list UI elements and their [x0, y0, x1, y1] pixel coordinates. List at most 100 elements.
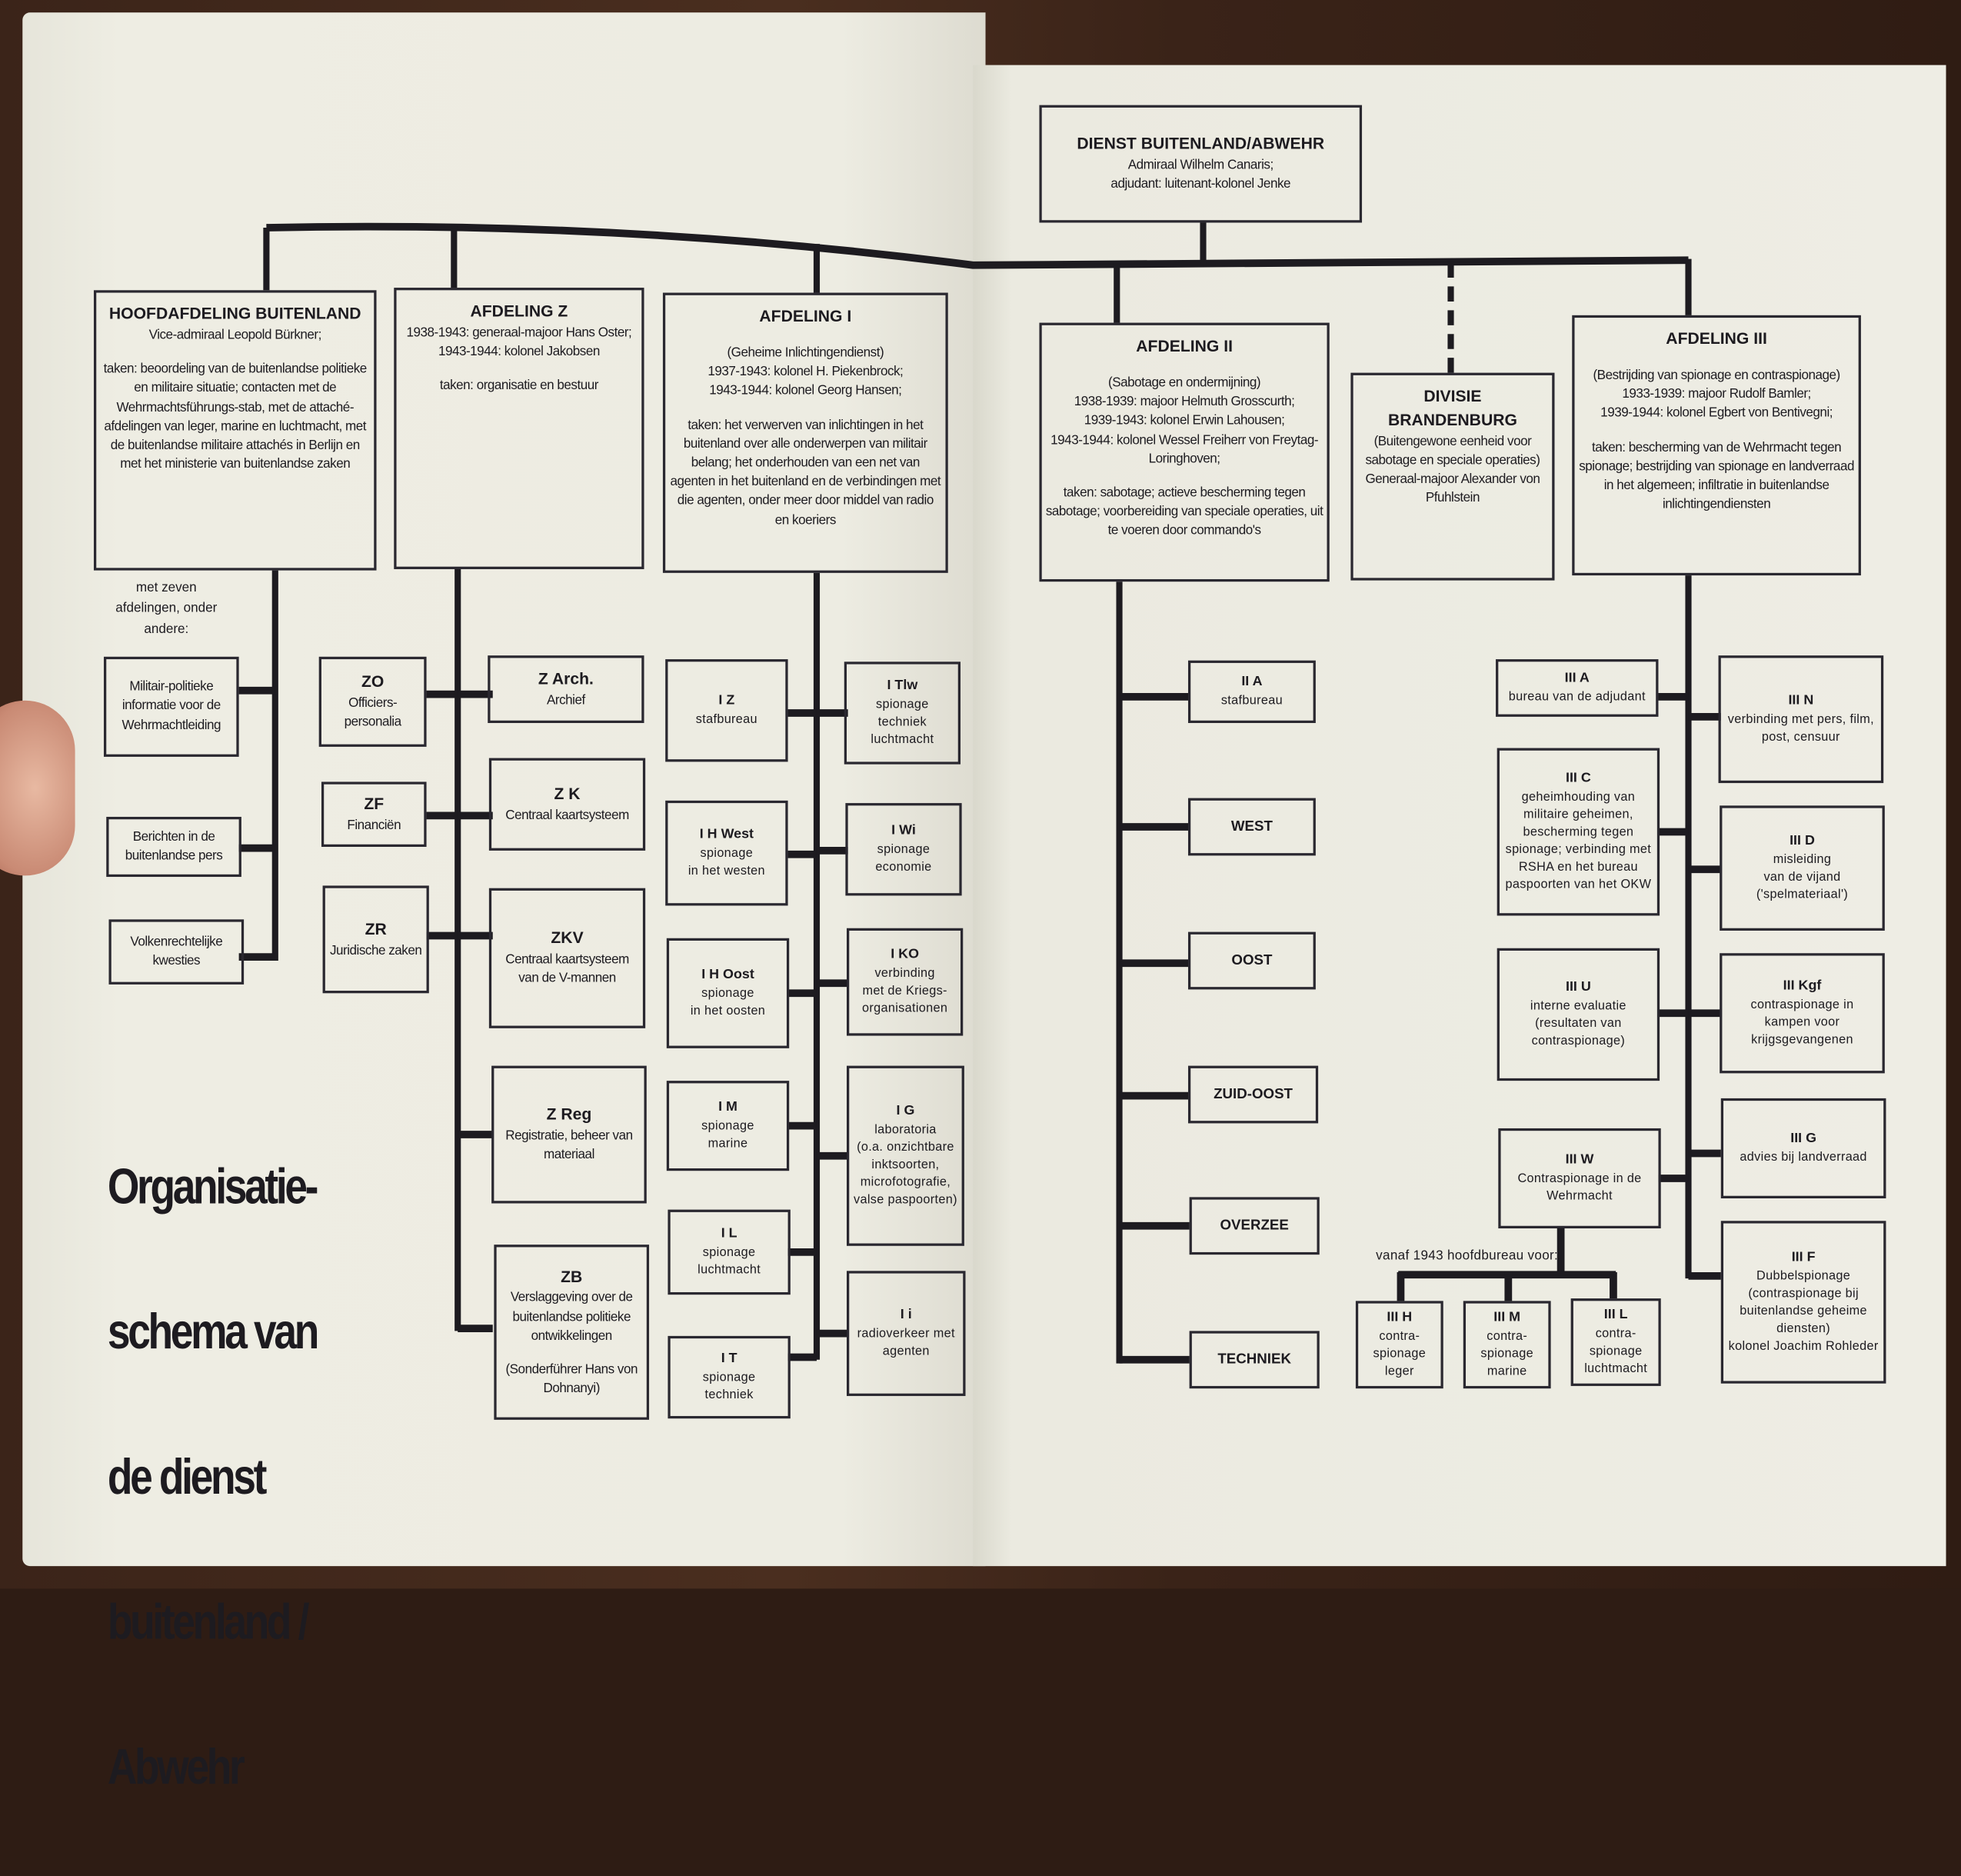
box-text: radioverkeer met agenten [857, 1326, 955, 1358]
org-box-afdiii: AFDELING III(Bestrijding van spionage en… [1572, 315, 1861, 576]
org-box-berichten: Berichten in de buitenlandse pers [106, 816, 241, 878]
box-title: III A [1564, 671, 1590, 686]
box-text: contra-spionage leger [1373, 1329, 1427, 1378]
org-box-iiic: III C geheimhouding van militaire geheime… [1497, 748, 1660, 916]
box-title: Z K [554, 784, 581, 804]
box-text: Centraal kaartsysteem van de V-mannen [505, 951, 629, 987]
box-text: verbinding [874, 966, 935, 981]
title-line: Abwehr [107, 1740, 245, 1795]
org-box-iiiw: III W Contraspionage in de Wehrmacht [1498, 1128, 1661, 1229]
box-text: (Geheime Inlichtingendienst) [727, 345, 884, 361]
box-title: ZF [364, 794, 385, 814]
box-text: Juridische zaken [329, 942, 422, 958]
box-text: contra-spionage marine [1480, 1329, 1533, 1378]
box-text: Financiën [347, 818, 401, 833]
org-box-afdz: AFDELING Z 1938-1943: generaal-majoor Han… [394, 288, 644, 569]
box-text: ('spelmateriaal') [1756, 888, 1849, 902]
org-box-techniek: TECHNIEK [1189, 1331, 1320, 1389]
box-title: I M [718, 1100, 737, 1115]
box-title: I Tlw [887, 678, 918, 694]
box-text: 1937-1943: kolonel H. Piekenbrock; [707, 364, 904, 379]
box-text: spionage [877, 842, 931, 857]
box-text: 1943-1944: kolonel Wessel Freiherr von F… [1050, 432, 1319, 467]
box-title: OOST [1231, 953, 1273, 968]
box-title: Z Reg [546, 1105, 592, 1125]
box-text: 1943-1944: kolonel Jakobsen [438, 344, 600, 359]
box-text: met de Kriegs-organisationen [862, 984, 948, 1016]
box-title: ZKV [551, 928, 584, 948]
box-title: I Wi [891, 823, 916, 839]
box-title: I G [896, 1103, 915, 1119]
box-text: adjudant: luitenant-kolonel Jenke [1110, 176, 1291, 192]
box-title: HOOFDAFDELING BUITENLAND [108, 304, 361, 323]
org-box-zf: ZF Financiën [321, 781, 427, 848]
org-box-iiia: III A bureau van de adjudant [1496, 659, 1659, 717]
box-text: Generaal-majoor Alexander von Pfuhlstein [1365, 471, 1540, 506]
org-box-zo: ZO Officiers-personalia [318, 656, 427, 747]
org-box-iwi: I Wi spionage economie [845, 803, 962, 896]
note-zeven-afdelingen: met zeven afdelingen, onder andere: [115, 580, 218, 637]
box-text: kolonel Joachim Rohleder [1728, 1339, 1879, 1354]
box-text: contra-spionage luchtmacht [1584, 1326, 1648, 1376]
box-text: taken: bescherming van de Wehrmacht tege… [1579, 439, 1854, 512]
box-text: stafbureau [1220, 694, 1283, 708]
box-text: Centraal kaartsysteem [505, 808, 629, 823]
box-text: Volkenrechtelijke kwesties [130, 934, 223, 968]
box-title: I i [900, 1307, 912, 1323]
page-title: Organisatie- schema van de dienst buiten… [107, 1078, 319, 1876]
box-text: contraspionage in kampen voor krijgsgeva… [1750, 998, 1854, 1047]
box-text: (Sabotage en ondermijning) [1108, 375, 1261, 391]
org-box-overzee: OVERZEE [1189, 1197, 1320, 1255]
box-title: III F [1791, 1250, 1816, 1265]
box-text: laboratoria [874, 1122, 937, 1137]
box-text: Contraspionage in de Wehrmacht [1517, 1171, 1642, 1203]
box-title: WEST [1230, 819, 1273, 835]
box-text: economie [875, 860, 932, 875]
box-title: III C [1565, 771, 1591, 786]
box-text: 1938-1943: generaal-majoor Hans Oster; [406, 325, 632, 341]
box-text: spionage [700, 846, 754, 861]
box-text: in het oosten [690, 1004, 766, 1018]
box-title: ZO [361, 671, 385, 691]
box-title: I H West [699, 827, 754, 842]
org-box-zr: ZR Juridische zaken [322, 885, 429, 994]
org-box-afdi: AFDELING I(Geheime Inlichtingendienst)19… [662, 292, 948, 573]
box-text: Officiers-personalia [344, 695, 401, 730]
box-title: OVERZEE [1220, 1218, 1289, 1234]
box-title: III H [1387, 1310, 1413, 1325]
box-text: (o.a. onzichtbare inktsoorten, microfoto… [854, 1140, 957, 1207]
box-title: III W [1565, 1152, 1594, 1168]
left-page [22, 12, 986, 1567]
box-text: misleiding [1773, 852, 1832, 867]
box-text: Militair-politieke informatie voor de We… [122, 679, 221, 733]
box-text: geheimhouding van militaire geheimen, be… [1505, 790, 1652, 892]
box-text: luchtmacht [871, 732, 934, 747]
org-box-ig: I G laboratoria (o.a. onzichtbare inktsoor… [847, 1065, 964, 1246]
box-text: bureau van de adjudant [1508, 690, 1646, 705]
title-line: buitenland / [107, 1594, 310, 1651]
org-box-milpol: Militair-politieke informatie voor de We… [103, 656, 239, 757]
box-title: III M [1493, 1310, 1521, 1325]
box-text: spionage [702, 1245, 756, 1260]
box-title: DIENST BUITENLAND/ABWEHR [1077, 134, 1325, 153]
box-text: stafbureau [695, 712, 757, 727]
org-box-volken: Volkenrechtelijke kwesties [108, 919, 245, 985]
box-title: AFDELING Z [470, 301, 568, 321]
box-title: ZR [365, 919, 387, 938]
title-line: de dienst [107, 1449, 267, 1505]
box-text: Registratie, beheer van materiaal [505, 1128, 633, 1163]
org-box-oost: OOST [1187, 931, 1316, 990]
box-title: TECHNIEK [1217, 1351, 1291, 1368]
box-text: taken: het verwerven van inlichtingen in… [670, 417, 941, 528]
box-text: luchtmacht [698, 1263, 761, 1277]
box-title: AFDELING II [1136, 336, 1233, 355]
box-title: III U [1565, 979, 1591, 995]
